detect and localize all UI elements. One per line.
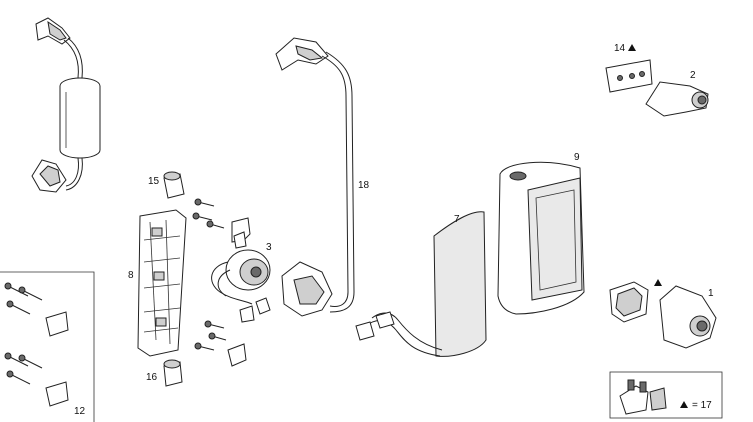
callout-3: 3 (266, 242, 272, 253)
screws-and-clips-upper (192, 198, 251, 249)
callout-9: 9 (574, 152, 580, 163)
callout-1: 1 (708, 288, 714, 299)
part-1-grommet (659, 285, 717, 349)
callout-14: 14 (614, 43, 626, 54)
legend-symbol-text: = 17 (692, 400, 712, 411)
callout-15: 15 (148, 176, 160, 187)
part-3-lamp-socket (211, 249, 271, 323)
triangle-icon (680, 401, 688, 408)
part-12-fixing-kit-box (0, 271, 95, 422)
callout-18: 18 (358, 180, 370, 191)
part-14-mounting-plate (605, 59, 653, 93)
callout-8: 8 (128, 270, 134, 281)
legend-box (609, 371, 723, 419)
triangle-icon (628, 44, 636, 51)
callout-16: 16 (146, 372, 158, 383)
triangle-icon (654, 279, 662, 286)
suppressor-assembly (31, 17, 101, 193)
callout-12: 12 (74, 406, 86, 417)
part-18-cable-harness (275, 37, 355, 317)
callout-7: 7 (454, 214, 460, 225)
gasket (609, 281, 649, 323)
part-8-bracket (137, 209, 187, 357)
part-2-grommet (645, 81, 709, 117)
screws-and-clips-lower (194, 320, 247, 367)
callout-2: 2 (690, 70, 696, 81)
part-15-sleeve (163, 171, 185, 199)
part-16-sleeve (163, 359, 183, 387)
part-9-mirror-housing (497, 161, 585, 315)
part-7-mirror-glass (355, 211, 487, 357)
